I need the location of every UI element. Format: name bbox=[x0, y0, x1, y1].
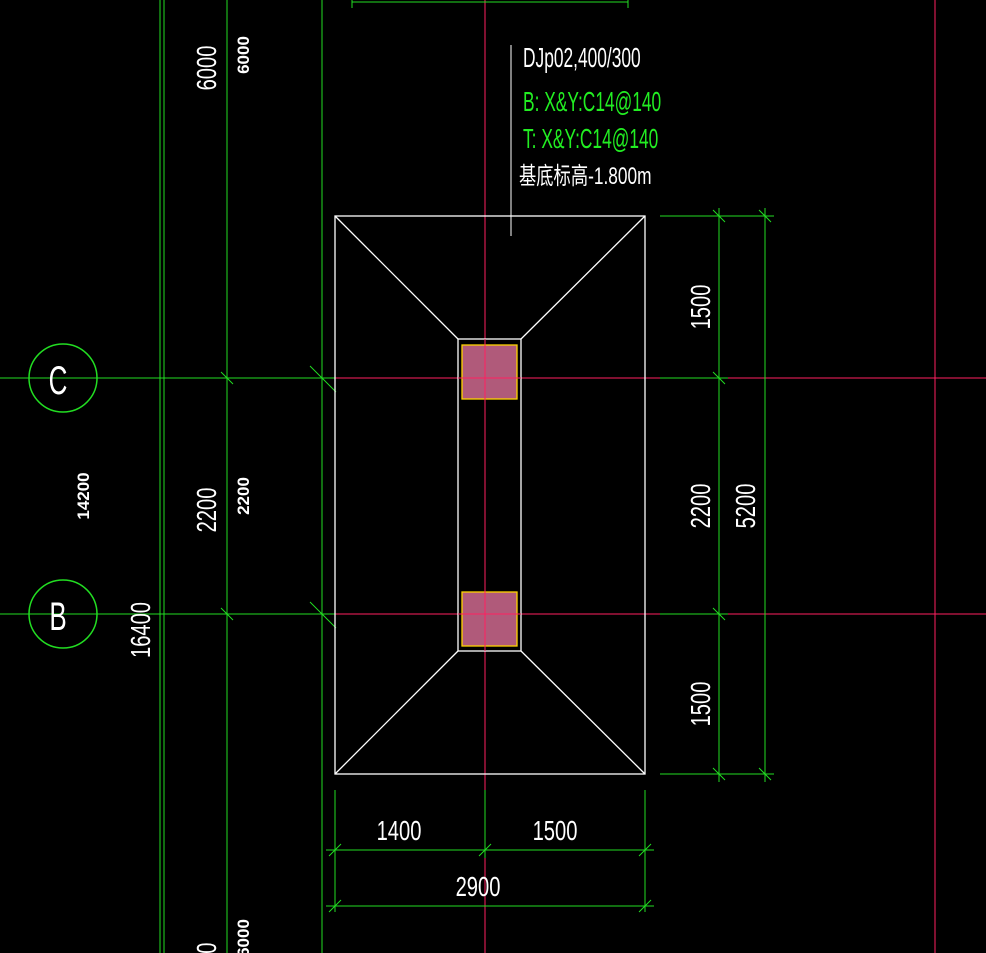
column-top[interactable] bbox=[461, 344, 518, 400]
right-dimension-chain bbox=[660, 208, 774, 782]
dim-text-6000-small-top: 6000 bbox=[234, 36, 253, 74]
axis-bubble-c[interactable]: C bbox=[28, 343, 98, 413]
tick bbox=[309, 601, 337, 629]
dim-text-6000-large-top: 6000 bbox=[192, 46, 223, 91]
left-dimension-lines bbox=[0, 0, 337, 953]
dim-text-6000-small-bottom: 6000 bbox=[234, 919, 253, 953]
bottom-dimension-chain bbox=[326, 790, 654, 913]
dim-text-6000-large-bottom: 6000 bbox=[192, 943, 223, 953]
footing-base-elevation: 基底标高-1.800m bbox=[519, 163, 651, 189]
column-bottom[interactable] bbox=[461, 591, 518, 647]
left-dimension-texts: 6000 6000 2200 2200 14200 16400 6000 600… bbox=[74, 36, 253, 953]
axis-overlay bbox=[458, 339, 521, 651]
axis-bubble-b-label: B bbox=[49, 594, 66, 639]
slope-line-tl bbox=[334, 215, 459, 340]
dim-text-14200: 14200 bbox=[74, 472, 93, 519]
slope-line-tr bbox=[520, 215, 646, 340]
footing-name: DJp02,400/300 bbox=[523, 42, 641, 73]
dim-text-2200-small: 2200 bbox=[234, 477, 253, 515]
slope-line-br bbox=[520, 650, 646, 775]
axis-bubble-c-label: C bbox=[49, 358, 68, 403]
dim-text-2200-middle: 2200 bbox=[686, 484, 717, 529]
footing-bottom-rebar: B: X&Y:C14@140 bbox=[523, 86, 661, 117]
tick bbox=[220, 371, 234, 385]
top-dimension-fragment bbox=[351, 0, 629, 8]
dim-text-2900: 2900 bbox=[456, 872, 501, 903]
axis-bubble-b[interactable]: B bbox=[28, 579, 98, 649]
footing-label[interactable]: DJp02,400/300 B: X&Y:C14@140 T: X&Y:C14@… bbox=[519, 42, 661, 190]
footing-top-rebar: T: X&Y:C14@140 bbox=[523, 123, 658, 154]
tick bbox=[220, 607, 234, 621]
axis-bubble-c-circle bbox=[28, 343, 98, 413]
columns bbox=[461, 344, 518, 647]
dim-text-1500-upper: 1500 bbox=[686, 285, 717, 330]
dim-text-16400: 16400 bbox=[126, 602, 157, 658]
dim-text-1400: 1400 bbox=[377, 816, 422, 847]
dim-text-1500-lower: 1500 bbox=[686, 682, 717, 727]
slope-line-bl bbox=[334, 650, 459, 775]
dim-text-1500-bottom: 1500 bbox=[533, 816, 578, 847]
footing-outline[interactable] bbox=[334, 215, 646, 775]
footing-outer-rect bbox=[334, 215, 646, 775]
dim-text-2200-large: 2200 bbox=[192, 488, 223, 533]
right-dimension-texts: 1500 2200 5200 1500 bbox=[686, 285, 762, 727]
footing-pedestal-rect bbox=[457, 338, 522, 652]
axis-bubble-b-circle bbox=[28, 579, 98, 649]
dim-text-5200: 5200 bbox=[731, 484, 762, 529]
bottom-dimension-texts: 1400 1500 2900 bbox=[377, 816, 578, 903]
tick bbox=[309, 365, 337, 393]
